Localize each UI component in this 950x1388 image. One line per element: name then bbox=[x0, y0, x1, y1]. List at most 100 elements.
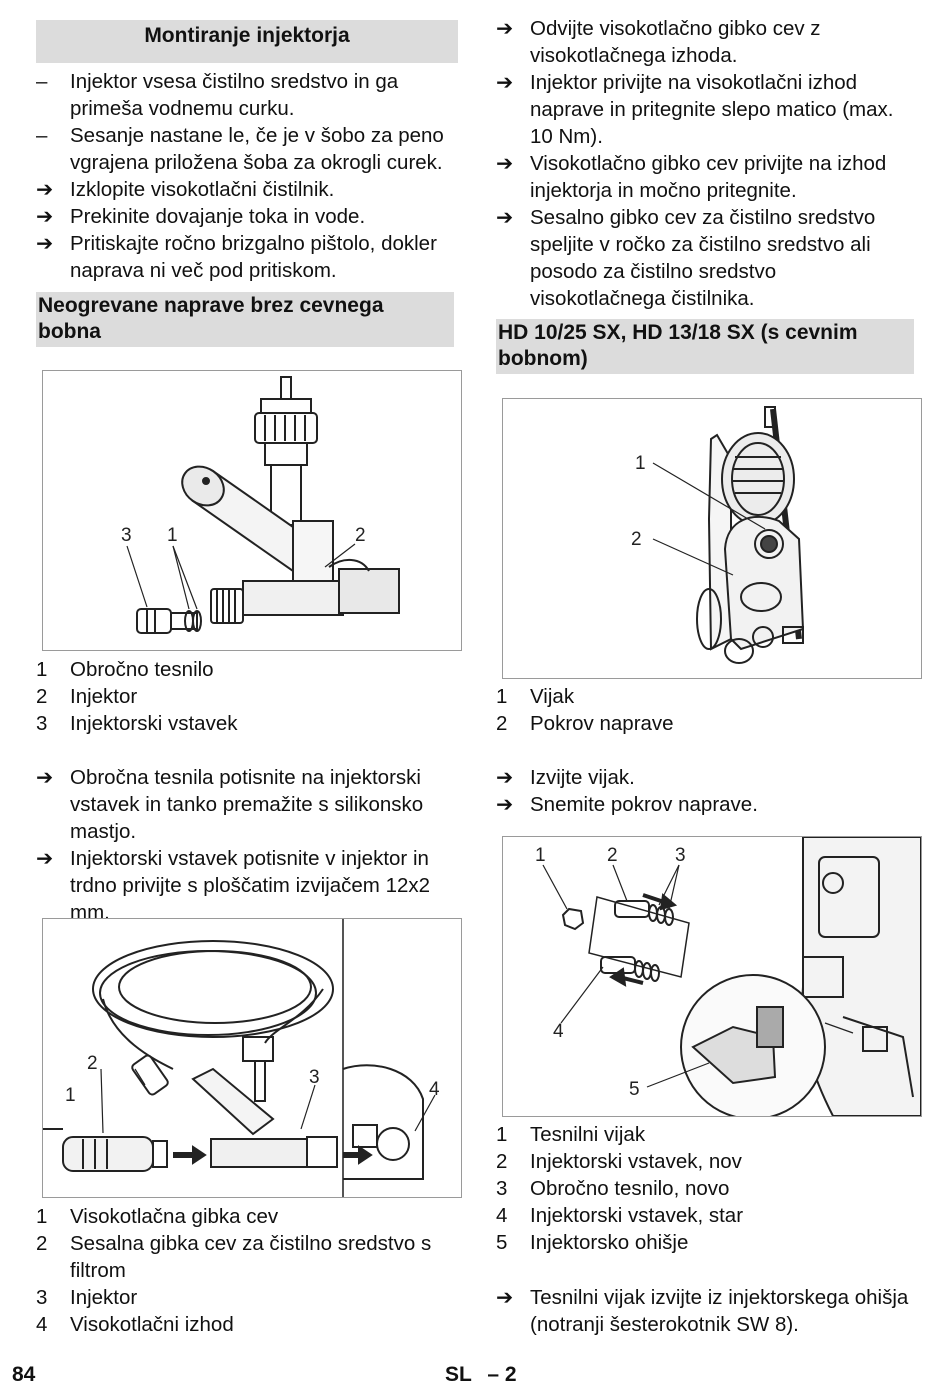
list-item: ➔ Injektorski vstavek potisnite v injekto… bbox=[36, 845, 456, 926]
page-number: 84 bbox=[12, 1363, 36, 1386]
list-item: ➔ Izklopite visokotlačni čistilnik. bbox=[36, 176, 456, 203]
list-item: ➔ Snemite pokrov naprave. bbox=[496, 791, 916, 818]
callout-4: 4 bbox=[429, 1079, 440, 1100]
legend-number: 2 bbox=[496, 712, 508, 735]
steps-list-top: ➔Odvijte visokotlačno gibko cev z visoko… bbox=[496, 15, 916, 312]
list-item: ➔ Pritiskajte ročno brizgalno pištolo, do… bbox=[36, 230, 456, 284]
section-title-neogrevane: Neogrevane naprave brez cevnega bobna bbox=[36, 292, 454, 347]
legend-text: Tesnilni vijak bbox=[530, 1123, 646, 1146]
legend-item: 2 Pokrov naprave bbox=[496, 710, 916, 737]
legend-number: 3 bbox=[496, 1177, 508, 1200]
section-title-montiranje: Montiranje injektorja bbox=[36, 20, 458, 63]
list-item-text: Obročna tesnila potisnite na injektorski… bbox=[70, 766, 424, 843]
legend-number: 1 bbox=[36, 1205, 48, 1228]
legend-number: 3 bbox=[36, 712, 48, 735]
legend-text: Sesalna gibka cev za čistilno sredstvo s… bbox=[70, 1232, 432, 1282]
list-item: ➔Odvijte visokotlačno gibko cev z visoko… bbox=[496, 15, 916, 69]
legend-number: 4 bbox=[496, 1204, 508, 1227]
legend-item: 4 Injektorski vstavek, star bbox=[496, 1202, 916, 1229]
legend-text: Injektorski vstavek, nov bbox=[530, 1150, 742, 1173]
footer-section-page: 2 bbox=[504, 1363, 517, 1386]
arrow-icon: ➔ bbox=[496, 793, 514, 816]
legend-text: Obročno tesnilo bbox=[70, 658, 214, 681]
injector-parts-illustration: 3 1 2 bbox=[121, 376, 400, 634]
legend-figure-3: 1 Vijak 2 Pokrov naprave bbox=[496, 683, 916, 737]
list-item-text: Pritiskajte ročno brizgalno pištolo, dok… bbox=[70, 232, 437, 282]
figure-injector-housing: 1 2 3 4 5 bbox=[502, 836, 922, 1117]
callout-3: 3 bbox=[121, 525, 132, 546]
footer-dash: – bbox=[487, 1363, 499, 1386]
section-title-hd-models: HD 10/25 SX, HD 13/18 SX (s cevnim bobno… bbox=[496, 319, 914, 374]
arrow-icon: ➔ bbox=[496, 17, 514, 40]
footer-section: SL bbox=[445, 1363, 472, 1386]
figure-injector-parts: 3 1 2 bbox=[42, 370, 462, 651]
hose-assembly-illustration: 2 1 3 4 bbox=[43, 919, 440, 1197]
legend-item: 3 Obročno tesnilo, novo bbox=[496, 1175, 916, 1202]
list-item: –Sesanje nastane le, če je v šobo za pen… bbox=[36, 122, 456, 176]
list-item: ➔ Visokotlačno gibko cev privijte na izho… bbox=[496, 150, 916, 204]
legend-number: 3 bbox=[36, 1286, 48, 1309]
list-item: ➔ Izvijte vijak. bbox=[496, 764, 916, 791]
legend-text: Visokotlačna gibka cev bbox=[70, 1205, 279, 1228]
callout-1: 1 bbox=[65, 1085, 76, 1106]
list-item-text: Visokotlačno gibko cev privijte na izhod… bbox=[530, 152, 887, 202]
legend-number: 5 bbox=[496, 1231, 508, 1254]
footer-section-ref: SL – 2 bbox=[445, 1362, 517, 1388]
injector-housing-illustration: 1 2 3 4 5 bbox=[535, 837, 921, 1116]
callout-2: 2 bbox=[87, 1053, 98, 1074]
dash-marker: – bbox=[36, 70, 48, 93]
figure-machine-cover: 1 2 bbox=[502, 398, 922, 679]
legend-text: Pokrov naprave bbox=[530, 712, 674, 735]
arrow-icon: ➔ bbox=[496, 206, 514, 229]
arrow-icon: ➔ bbox=[36, 232, 54, 255]
callout-1: 1 bbox=[167, 525, 178, 546]
arrow-icon: ➔ bbox=[496, 766, 514, 789]
list-item-text: Izklopite visokotlačni čistilnik. bbox=[70, 178, 335, 201]
list-item-text: Tesnilni vijak izvijte iz injektorskega … bbox=[530, 1286, 909, 1336]
arrow-icon: ➔ bbox=[36, 847, 54, 870]
list-item: ➔Obročna tesnila potisnite na injektorsk… bbox=[36, 764, 456, 845]
list-item-text: Injektorski vstavek potisnite v injektor… bbox=[70, 847, 431, 924]
dash-marker: – bbox=[36, 124, 48, 147]
callout-5: 5 bbox=[629, 1079, 640, 1100]
legend-item: 1 Vijak bbox=[496, 683, 916, 710]
arrow-icon: ➔ bbox=[496, 1286, 514, 1309]
callout-2: 2 bbox=[607, 845, 618, 866]
legend-text: Injektorski vstavek, star bbox=[530, 1204, 744, 1227]
list-item: ➔ Tesnilni vijak izvijte iz injektorskega… bbox=[496, 1284, 916, 1338]
legend-text: Visokotlačni izhod bbox=[70, 1313, 234, 1336]
machine-cover-illustration: 1 2 bbox=[631, 406, 805, 664]
list-item-text: Injektor vsesa čistilno sredstvo in ga p… bbox=[70, 70, 399, 120]
list-item-text: Snemite pokrov naprave. bbox=[530, 793, 758, 816]
legend-item: 1 Visokotlačna gibka cev bbox=[36, 1203, 456, 1230]
callout-2: 2 bbox=[631, 529, 642, 550]
callout-1: 1 bbox=[635, 453, 646, 474]
callout-1: 1 bbox=[535, 845, 546, 866]
intro-list: –Injektor vsesa čistilno sredstvo in ga … bbox=[36, 68, 456, 284]
callout-3: 3 bbox=[309, 1067, 320, 1088]
legend-text: Injektor bbox=[70, 685, 138, 708]
legend-text: Obročno tesnilo, novo bbox=[530, 1177, 730, 1200]
legend-item: 1 Obročno tesnilo bbox=[36, 656, 456, 683]
legend-item: 3 Injektorski vstavek bbox=[36, 710, 456, 737]
legend-text: Vijak bbox=[530, 685, 575, 708]
legend-number: 1 bbox=[36, 658, 48, 681]
list-item-text: Izvijte vijak. bbox=[530, 766, 635, 789]
arrow-icon: ➔ bbox=[36, 205, 54, 228]
legend-number: 1 bbox=[496, 685, 508, 708]
arrow-icon: ➔ bbox=[36, 178, 54, 201]
legend-text: Injektorski vstavek bbox=[70, 712, 238, 735]
steps-list-1: ➔ Obročna tesnila potisnite na injektorsk… bbox=[36, 764, 456, 926]
list-item-text: Sesalno gibko cev za čistilno sredstvo s… bbox=[530, 206, 876, 310]
arrow-icon: ➔ bbox=[496, 152, 514, 175]
list-item-text: Sesanje nastane le, če je v šobo za peno… bbox=[70, 124, 444, 174]
list-item: ➔Injektor privijte na visokotlačni izhod… bbox=[496, 69, 916, 150]
arrow-icon: ➔ bbox=[496, 71, 514, 94]
